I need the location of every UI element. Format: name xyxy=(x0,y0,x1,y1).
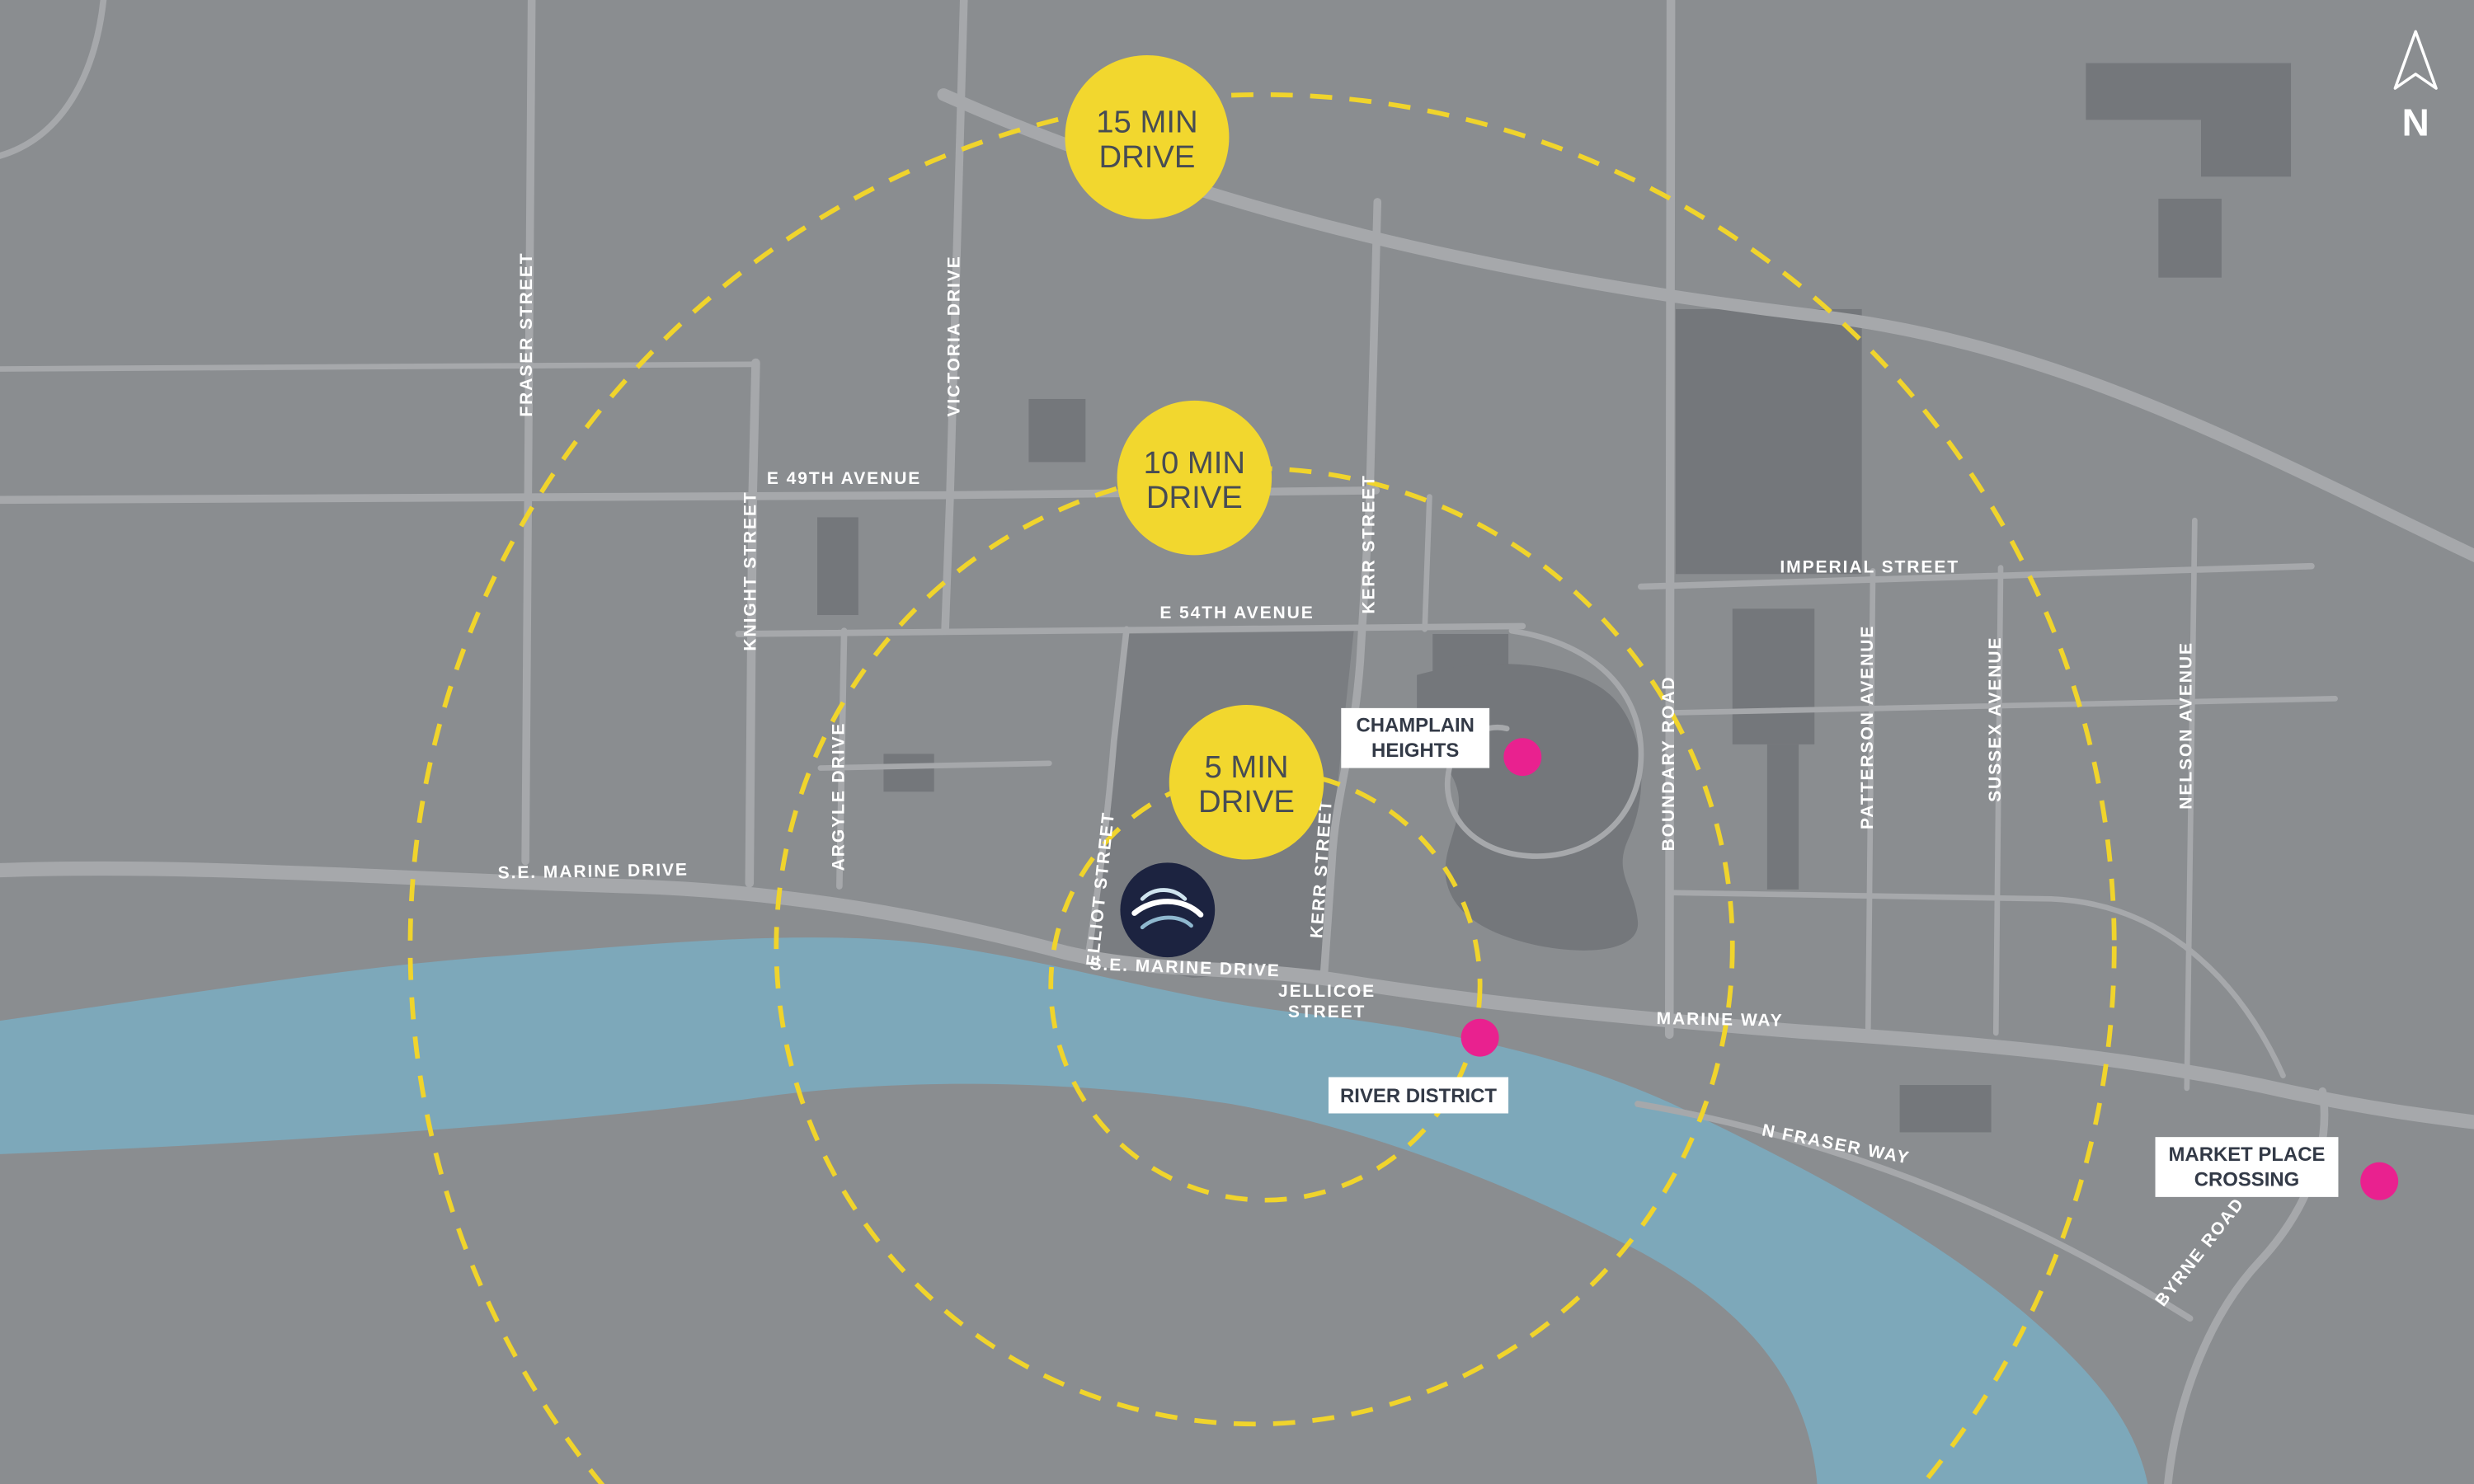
compass: N xyxy=(2393,30,2438,144)
road-victoria xyxy=(941,0,968,635)
park-block xyxy=(1766,744,1799,890)
poi-champlain-heights: CHAMPLAIN HEIGHTS xyxy=(1341,707,1542,777)
street-label-knight: KNIGHT STREET xyxy=(741,491,760,650)
street-label-marine-west: S.E. MARINE DRIVE xyxy=(497,861,689,883)
street-label-patterson: PATTERSON AVENUE xyxy=(1858,625,1877,829)
poi-market-place-crossing: MARKET PLACE CROSSING xyxy=(2155,1137,2399,1200)
park-block xyxy=(1899,1085,1992,1133)
park-block xyxy=(2086,63,2292,177)
road-argyle xyxy=(836,627,848,890)
road-se-marine-drive xyxy=(0,861,2474,1129)
road-minor xyxy=(1666,890,2286,1078)
badge-5min-line2: DRIVE xyxy=(1198,784,1295,819)
site-logo xyxy=(1120,862,1216,958)
street-label-imperial: IMPERIAL STREET xyxy=(1780,557,1959,576)
badge-15min-line1: 15 MIN xyxy=(1096,105,1197,140)
poi-champlain-label-box xyxy=(1341,707,1490,768)
street-label-fraser: FRASER STREET xyxy=(517,251,536,416)
road-e54th xyxy=(735,622,1526,637)
poi-river-district-label-box xyxy=(1328,1077,1509,1114)
poi-champlain-dot xyxy=(1503,738,1542,777)
poi-market-place-dot xyxy=(2360,1162,2399,1200)
park-block xyxy=(883,754,934,792)
street-label-victoria: VICTORIA DRIVE xyxy=(944,255,963,416)
road-minor xyxy=(817,760,1052,771)
badge-10min-line2: DRIVE xyxy=(1146,480,1243,515)
badge-10min-line1: 10 MIN xyxy=(1144,445,1245,481)
road-nelson xyxy=(2184,517,2198,1092)
street-label-e49th: E 49TH AVENUE xyxy=(767,469,921,488)
street-label-jellicoe-1: JELLICOE xyxy=(1278,982,1376,1001)
road-boundary xyxy=(1664,0,1676,1040)
road-minor xyxy=(0,361,755,372)
badge-15min-circle xyxy=(1065,54,1230,219)
poi-market-place-line1: MARKET PLACE xyxy=(2169,1144,2326,1166)
street-label-e54th: E 54TH AVENUE xyxy=(1159,603,1314,622)
road-minor xyxy=(1422,494,1432,632)
poi-market-place-line2: CROSSING xyxy=(2194,1168,2300,1190)
park-block xyxy=(817,517,858,616)
badge-15min-line2: DRIVE xyxy=(1098,139,1195,175)
badge-15min: 15 MIN DRIVE xyxy=(1065,54,1230,219)
poi-river-district: RIVER DISTRICT xyxy=(1328,1018,1509,1114)
badge-10min-circle xyxy=(1117,400,1272,556)
fraser-river xyxy=(0,937,2148,1484)
badge-10min: 10 MIN DRIVE xyxy=(1117,400,1272,556)
street-label-marine-way: MARINE WAY xyxy=(1656,1009,1783,1031)
ring-5min xyxy=(1048,768,1483,1203)
street-label-nelson: NELSON AVENUE xyxy=(2177,641,2196,810)
road-fraser xyxy=(521,0,536,866)
badge-5min: 5 MIN DRIVE xyxy=(1169,705,1324,860)
road-patterson xyxy=(1865,568,1876,1031)
street-label-sussex: SUSSEX AVENUE xyxy=(1986,636,2005,802)
poi-market-place-label-box xyxy=(2155,1137,2339,1197)
park-block xyxy=(1732,608,1815,744)
road-minor xyxy=(1666,696,2338,716)
road-sussex xyxy=(1992,565,2004,1036)
park-block xyxy=(1675,308,1862,575)
park-block xyxy=(2158,199,2222,278)
north-arrow-icon xyxy=(2393,30,2438,90)
road-n-fraser-way xyxy=(1634,1101,2194,1322)
road-knight xyxy=(745,358,760,888)
poi-champlain-line2: HEIGHTS xyxy=(1371,740,1459,762)
poi-champlain-line1: CHAMPLAIN xyxy=(1356,715,1474,737)
badge-5min-circle xyxy=(1169,705,1324,860)
park-block xyxy=(1028,398,1086,463)
compass-label: N xyxy=(2402,101,2429,144)
badge-5min-line1: 5 MIN xyxy=(1204,749,1288,785)
logo-circle xyxy=(1120,862,1216,958)
street-label-argyle: ARGYLE DRIVE xyxy=(830,722,849,871)
road-imperial xyxy=(1637,562,2315,590)
street-label-jellicoe-2: STREET xyxy=(1288,1003,1366,1021)
poi-river-district-dot xyxy=(1460,1018,1499,1057)
poi-river-district-line1: RIVER DISTRICT xyxy=(1340,1085,1497,1107)
street-label-boundary: BOUNDARY ROAD xyxy=(1659,675,1678,851)
road-minor xyxy=(0,0,107,159)
street-label-kerr-upper: KERR STREET xyxy=(1359,474,1378,613)
road-elliot xyxy=(1084,626,1130,965)
logo-waves-icon xyxy=(1131,888,1204,930)
ring-15min xyxy=(407,92,2117,1484)
